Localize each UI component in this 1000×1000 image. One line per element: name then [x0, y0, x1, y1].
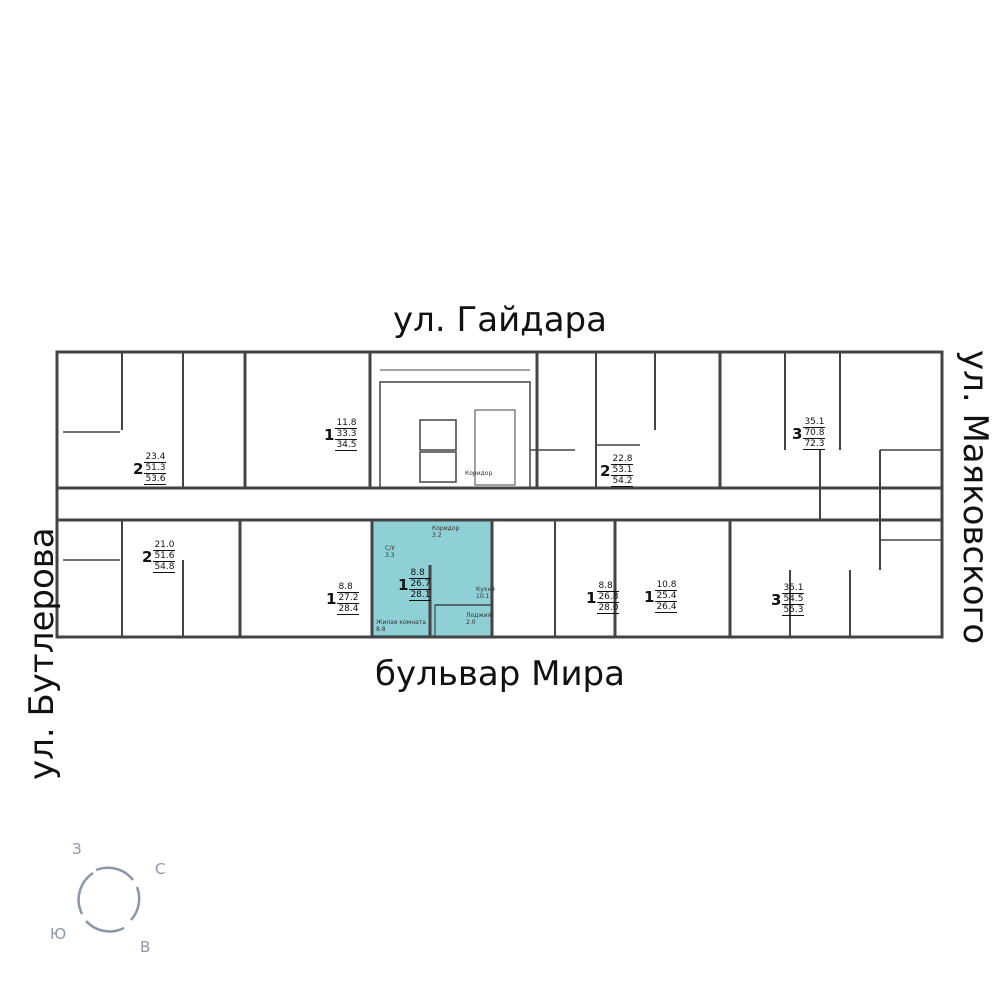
area-no-loggia: 33.3 [335, 429, 358, 440]
compass-south: Ю [50, 925, 67, 943]
total-area: 28.0 [597, 603, 620, 614]
total-area: 26.4 [655, 602, 678, 613]
selected-loggia [434, 604, 493, 637]
street-label-bottom: бульвар Мира [375, 654, 625, 694]
compass-north: С [155, 860, 166, 878]
area-no-loggia: 53.1 [611, 465, 634, 476]
room-count: 1 [644, 587, 655, 606]
room-count: 1 [326, 589, 337, 608]
compass-west: З [72, 840, 82, 858]
living-area: 35.1 [803, 417, 826, 428]
living-area: 21.0 [153, 540, 176, 551]
area-no-loggia: 26.7 [409, 579, 432, 590]
total-area: 54.8 [153, 562, 176, 573]
living-area: 11.8 [335, 418, 358, 429]
total-area: 72.3 [803, 439, 826, 450]
corridor-label: Коридор [465, 470, 493, 477]
street-label-top: ул. Гайдара [393, 300, 607, 340]
room-count: 2 [142, 547, 153, 566]
area-no-loggia: 70.8 [803, 428, 826, 439]
room-count: 3 [771, 590, 782, 609]
total-area: 54.2 [611, 476, 634, 487]
room-count: 1 [324, 425, 335, 444]
living-area: 22.8 [611, 454, 634, 465]
walls [55, 350, 944, 639]
room-count: 3 [792, 424, 803, 443]
room-count: 2 [133, 459, 144, 478]
area-no-loggia: 25.4 [655, 591, 678, 602]
room-count: 1 [586, 588, 597, 607]
area-no-loggia: 26.8 [597, 592, 620, 603]
total-area: 53.6 [144, 474, 167, 485]
living-area: 8.8 [409, 568, 432, 579]
total-area: 34.5 [335, 440, 358, 451]
area-no-loggia: 51.6 [153, 551, 176, 562]
compass-east: В [140, 938, 151, 956]
room-count: 1 [398, 575, 409, 594]
living-area: 10.8 [655, 580, 678, 591]
total-area: 28.1 [409, 590, 432, 601]
total-area: 28.4 [337, 604, 360, 615]
living-area: 8.8 [337, 582, 360, 593]
room-count: 2 [600, 461, 611, 480]
area-no-loggia: 51.3 [144, 463, 167, 474]
living-area: 8.8 [597, 581, 620, 592]
area-no-loggia: 54.5 [782, 594, 805, 605]
living-area: 23.4 [144, 452, 167, 463]
total-area: 55.3 [782, 605, 805, 616]
living-area: 35.1 [782, 583, 805, 594]
area-no-loggia: 27.2 [337, 593, 360, 604]
